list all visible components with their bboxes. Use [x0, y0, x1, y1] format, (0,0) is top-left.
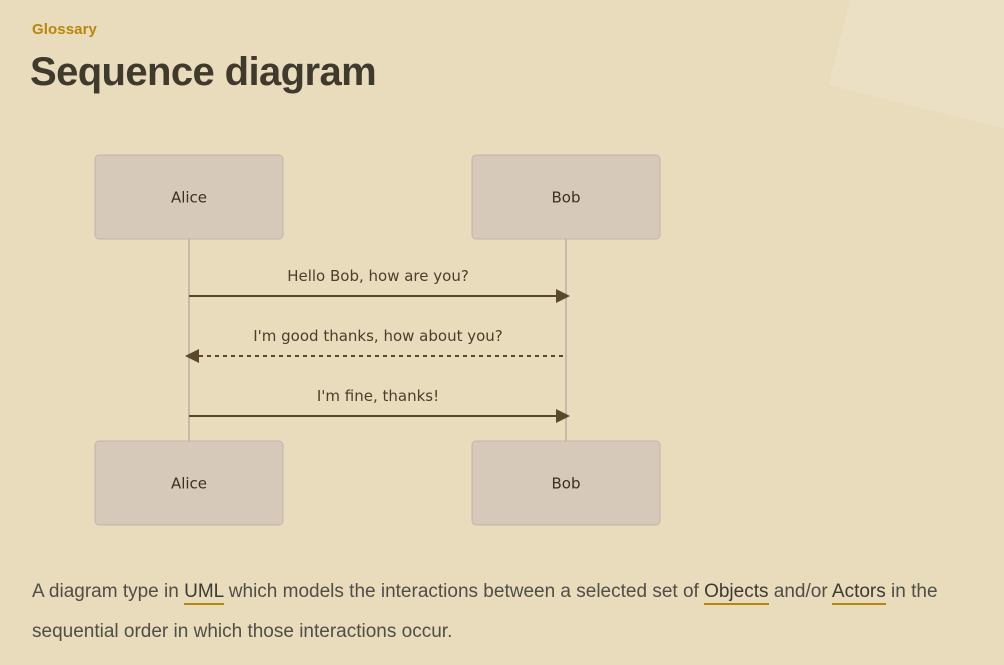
message-1-arrowhead — [556, 289, 570, 303]
message-2-arrowhead — [185, 349, 199, 363]
definition-text-part3: and/or — [768, 581, 832, 602]
participant-label-alice-bottom: Alice — [171, 475, 207, 493]
link-uml[interactable]: UML — [184, 581, 224, 605]
definition-text-part2: which models the interactions between a … — [223, 581, 705, 602]
participant-box-alice-top[interactable]: Alice — [94, 154, 284, 240]
definition-text-part4: in the sequential order in which those i… — [32, 581, 938, 642]
message-2[interactable]: I'm good thanks, how about you? — [185, 327, 566, 363]
participant-box-bob-bottom[interactable]: Bob — [471, 440, 661, 526]
definition-paragraph: A diagram type in UML which models the i… — [32, 572, 977, 652]
message-1-label: Hello Bob, how are you? — [287, 267, 469, 285]
message-1[interactable]: Hello Bob, how are you? — [189, 267, 570, 303]
message-3-label: I'm fine, thanks! — [317, 387, 439, 405]
definition-text-part1: A diagram type in — [32, 581, 185, 602]
participant-label-bob-bottom: Bob — [552, 475, 581, 493]
participant-box-bob-top[interactable]: Bob — [471, 154, 661, 240]
breadcrumb-glossary[interactable]: Glossary — [32, 21, 98, 38]
link-actors[interactable]: Actors — [831, 581, 886, 605]
participant-label-alice-top: Alice — [171, 189, 207, 207]
link-objects[interactable]: Objects — [704, 581, 769, 605]
corner-decoration — [828, 0, 1004, 131]
message-3-arrowhead — [556, 409, 570, 423]
participant-label-bob-top: Bob — [552, 189, 581, 207]
message-3[interactable]: I'm fine, thanks! — [189, 387, 570, 423]
participant-box-alice-bottom[interactable]: Alice — [94, 440, 284, 526]
sequence-diagram: Alice Bob Hello Bob, how are you? I'm go… — [0, 130, 1004, 545]
message-2-label: I'm good thanks, how about you? — [253, 327, 503, 345]
page-title: Sequence diagram — [30, 50, 377, 94]
